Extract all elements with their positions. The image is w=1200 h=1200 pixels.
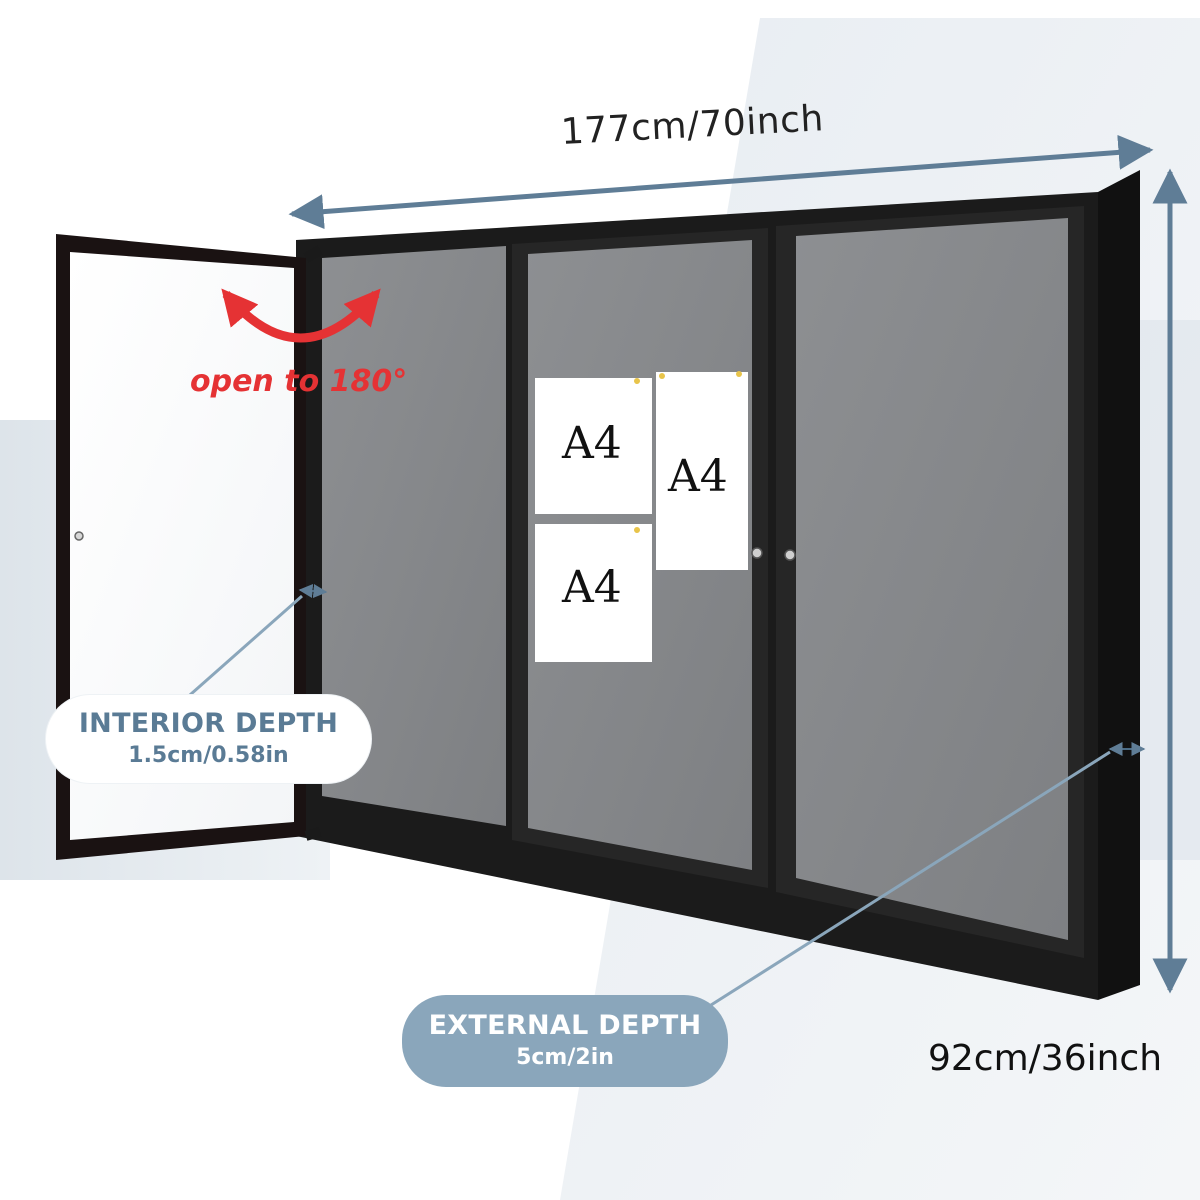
board-panel-left: [322, 246, 506, 826]
external-depth-value: 5cm/2in: [516, 1045, 614, 1070]
cabinet-side: [1098, 170, 1140, 1000]
external-callout-line: [699, 750, 1111, 1014]
height-dimension-label: 92cm/36inch: [928, 1038, 1163, 1079]
a4-label: A4: [562, 418, 622, 469]
interior-depth-title: INTERIOR DEPTH: [78, 708, 339, 739]
a4-label: A4: [668, 451, 728, 502]
lock-icon: [751, 547, 763, 559]
lock-icon: [784, 549, 796, 561]
interior-depth-value: 1.5cm/0.58in: [128, 743, 289, 768]
external-depth-title: EXTERNAL DEPTH: [428, 1010, 702, 1041]
external-depth-callout: EXTERNAL DEPTH 5cm/2in: [402, 995, 728, 1087]
a4-paper: [656, 372, 748, 570]
a4-paper: [535, 378, 652, 514]
open-angle-label: open to 180°: [190, 364, 408, 399]
open-door-glass: [70, 252, 294, 840]
board-panel-right: [796, 218, 1068, 940]
open-rotation-arrow: [221, 288, 381, 343]
width-arrow: [288, 134, 1154, 230]
a4-paper: [535, 524, 652, 662]
interior-depth-callout: INTERIOR DEPTH 1.5cm/0.58in: [46, 695, 371, 783]
interior-callout-line: [181, 594, 303, 704]
a4-label: A4: [562, 562, 622, 613]
door-handle-icon: [74, 531, 84, 541]
